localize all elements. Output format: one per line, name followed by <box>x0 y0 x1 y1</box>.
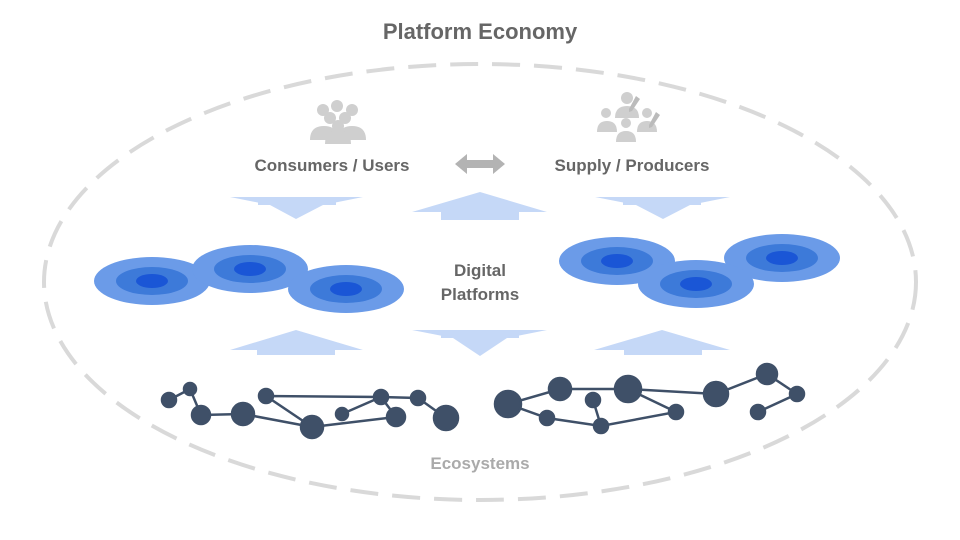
bidirectional-arrow-icon <box>455 154 505 174</box>
arrow-up-right-bottom <box>594 330 730 355</box>
platform-disc <box>192 245 308 293</box>
digital-platforms-left <box>94 245 404 313</box>
digital-platforms-label: Digital Platforms <box>410 259 550 307</box>
digital-platforms-line1: Digital <box>454 261 506 280</box>
platform-disc <box>94 257 210 305</box>
diagram-title: Platform Economy <box>382 19 578 44</box>
digital-platforms-right <box>559 234 840 308</box>
platform-disc <box>288 265 404 313</box>
platform-disc <box>638 260 754 308</box>
arrow-up-left-bottom <box>230 330 363 355</box>
producers-group-icon <box>597 92 660 142</box>
platform-disc <box>724 234 840 282</box>
ecosystem-network-left <box>160 381 460 440</box>
platform-economy-boundary <box>42 62 918 502</box>
arrow-up-center <box>412 192 547 220</box>
ecosystem-network-right <box>493 362 806 435</box>
ecosystems-label: Ecosystems <box>430 454 530 473</box>
users-group-icon <box>310 100 366 144</box>
arrow-down-supply <box>595 197 730 219</box>
arrow-down-consumers <box>230 197 363 219</box>
arrow-down-center-bottom <box>412 330 547 356</box>
digital-platforms-line2: Platforms <box>440 285 520 304</box>
consumers-label: Consumers / Users <box>254 156 410 175</box>
supply-label: Supply / Producers <box>554 156 710 175</box>
